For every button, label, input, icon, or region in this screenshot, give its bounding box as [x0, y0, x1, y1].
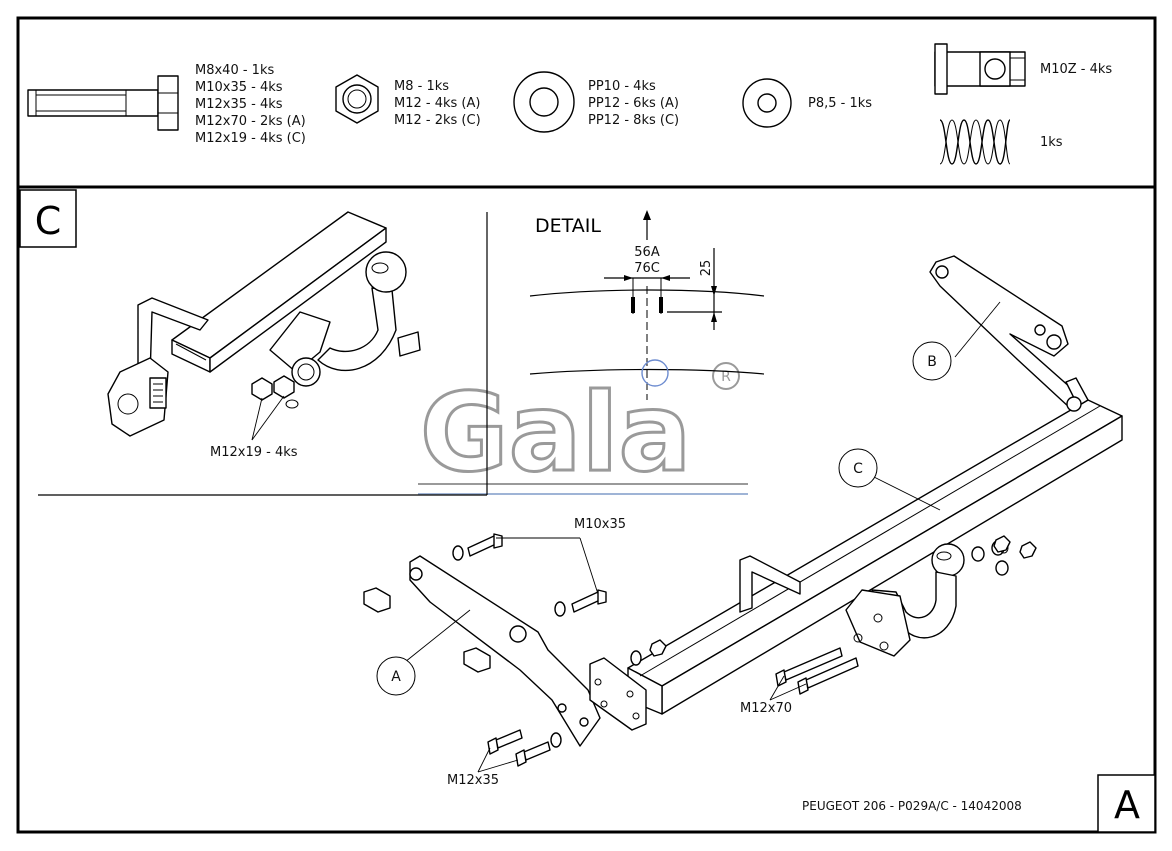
bolt-spec-3: M12x35 - 4ks [195, 97, 283, 112]
leader-a [404, 609, 471, 663]
inset-bolt-label: M12x19 - 4ks [210, 445, 298, 460]
inset-crossbar [171, 211, 387, 373]
left-arm-a [409, 555, 601, 747]
spring-icon [939, 119, 1011, 165]
nut-spec-2: M12 - 4ks (A) [394, 96, 480, 111]
washer-spec-1: PP10 - 4ks [588, 79, 656, 94]
label-m12x70: M12x70 [740, 701, 792, 716]
outer-frame [16, 16, 1157, 834]
detail-view: DETAIL 56A 76C 25 [529, 210, 765, 400]
watermark-text: Gala [420, 371, 691, 496]
bubble-a [376, 656, 416, 696]
m10-bolts [452, 533, 607, 617]
washer-spec-3: PP12 - 8ks (C) [588, 113, 679, 128]
detail-title: DETAIL [535, 215, 601, 237]
bolt-spec-2: M10x35 - 4ks [195, 80, 283, 95]
drawing-id: PEUGEOT 206 - P029A/C - 14042008 [802, 799, 1022, 813]
small-washer-icon [742, 78, 792, 128]
leader-m12x35-2 [477, 759, 519, 773]
leader-m12x35-1 [477, 747, 491, 773]
cage-nuts [363, 587, 491, 673]
variant-c-letter: C [35, 199, 62, 243]
gala-watermark: Gala R [418, 362, 748, 498]
inset-bolts [251, 375, 299, 409]
leader-m10-2 [579, 537, 599, 595]
small-washer-spec: P8,5 - 1ks [808, 96, 872, 111]
hex-nut-icon [335, 74, 379, 124]
bubble-b-label: B [927, 354, 937, 370]
bolt-spec-4: M12x70 - 2ks (A) [195, 114, 306, 129]
hitch-hook [845, 543, 965, 657]
nut-spec-3: M12 - 2ks (C) [394, 113, 481, 128]
inset-bracket [107, 297, 209, 437]
bolt-spec-1: M8x40 - 1ks [195, 63, 274, 78]
detail-dim-vertical: 25 [699, 260, 714, 277]
leader-m12x70-2 [769, 683, 807, 701]
bubble-c-label: C [853, 461, 863, 477]
inset-leader-2 [251, 395, 285, 441]
m12x35-bolts [487, 729, 562, 767]
right-nuts-washers [630, 535, 1037, 666]
variant-a-box [1097, 774, 1156, 833]
leader-c [871, 475, 941, 511]
inset-towball [269, 251, 421, 387]
left-end-plate [589, 657, 647, 731]
bubble-a-label: A [391, 669, 401, 685]
detail-dim-c: 76C [634, 261, 660, 276]
variant-c-panel: C [19, 189, 488, 496]
cage-nut-icon [934, 43, 1026, 95]
bolt-icon [27, 75, 179, 131]
large-washer-icon [513, 71, 575, 133]
detail-dim-a: 56A [634, 245, 660, 260]
bubble-b [912, 341, 952, 381]
leader-m12x70-1 [769, 675, 785, 701]
washer-spec-2: PP12 - 6ks (A) [588, 96, 679, 111]
label-m10x35: M10x35 [574, 517, 626, 532]
right-arm-b [929, 255, 1089, 412]
inset-leader-1 [251, 397, 263, 441]
label-m12x35: M12x35 [447, 773, 499, 788]
nut-spec-1: M8 - 1ks [394, 79, 449, 94]
variant-c-box [19, 189, 77, 248]
cage-nut-spec: M10Z - 4ks [1040, 62, 1112, 77]
m12x70-bolts [775, 647, 859, 695]
variant-a-letter: A [1114, 783, 1140, 827]
bolt-spec-5: M12x19 - 4ks (C) [195, 131, 306, 146]
spring-spec: 1ks [1040, 135, 1063, 150]
main-crossbar [627, 399, 1123, 715]
upper-bracket [739, 555, 801, 613]
detail-ball-marker [641, 359, 669, 387]
bubble-c [838, 448, 878, 488]
leader-b [954, 301, 1001, 358]
registered-mark: R [721, 369, 731, 385]
